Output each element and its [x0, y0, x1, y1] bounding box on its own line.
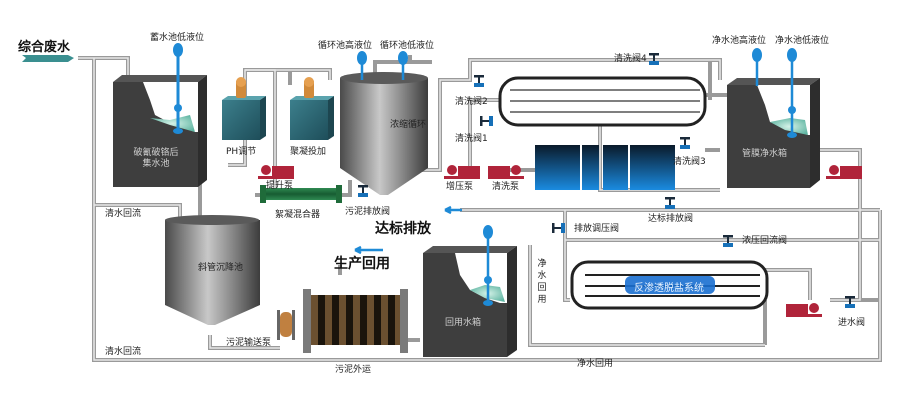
circ-level-low-label: 循环池低液位 — [380, 41, 435, 51]
valve-v2-label: 清洗阀2 — [455, 97, 488, 107]
pure-return-char-3: 回 — [537, 283, 547, 293]
clean-tank-pump-icon — [826, 165, 862, 179]
conc-return-valve-label: 浓压回流阀 — [742, 236, 788, 246]
lift-pump-label: 提升泵 — [266, 181, 294, 191]
wash-pump-label: 清洗泵 — [492, 182, 520, 192]
ro-pump-icon — [786, 303, 822, 317]
lift-pump-icon — [258, 165, 294, 179]
pure-return-horizontal-label: 净水回用 — [577, 359, 614, 369]
settling-tank-label: 斜管沉降池 — [198, 263, 244, 273]
valves — [358, 53, 855, 308]
pure-return-char-4: 用 — [537, 295, 547, 305]
ph-label: PH调节 — [226, 147, 257, 157]
valve-v3-label: 清洗阀3 — [673, 157, 706, 167]
pipes-inner — [78, 57, 881, 361]
ph-dosing-box — [222, 77, 266, 140]
clean-level-high-label: 净水池高液位 — [712, 36, 767, 46]
reuse-tank — [423, 225, 517, 357]
clean-level-low-label: 净水池低液位 — [775, 36, 830, 46]
conc-return-valve-icon — [723, 235, 733, 247]
wash-pump-icon — [488, 165, 524, 179]
reuse-tank-label: 回用水箱 — [445, 318, 482, 328]
pumps — [258, 165, 862, 317]
blue-storage-cells — [535, 145, 675, 190]
membrane-clean-tank-label: 管膜净水箱 — [742, 149, 788, 159]
ro-module — [570, 260, 769, 310]
sludge-filter-press — [277, 289, 408, 353]
sludge-out-label: 污泥外运 — [335, 365, 372, 375]
clean-return-label-1: 清水回流 — [105, 209, 142, 219]
settling-tank — [165, 215, 260, 325]
circ-tank-label: 浓缩循环 — [390, 120, 427, 130]
valve-v2-icon — [474, 75, 484, 87]
reuse-arrow-icon — [354, 245, 383, 255]
valve-v4-icon — [649, 53, 659, 65]
coag-dosing-box — [290, 77, 334, 140]
inlet-valve-label: 进水阀 — [838, 318, 866, 328]
valve-v4-label: 清洗阀4 — [614, 54, 647, 64]
coag-label: 聚凝投加 — [290, 147, 327, 157]
sludge-drain-valve-icon — [358, 185, 368, 197]
collection-tank-label: 破氰破铬后 集水池 — [128, 148, 184, 171]
clean-return-label-2: 清水回流 — [105, 347, 142, 357]
ro-system-label: 反渗透脱盐系统 — [634, 283, 704, 294]
discharge-arrow-icon — [444, 205, 462, 215]
inlet-arrow-icon — [22, 55, 74, 62]
inlet-valve-icon — [845, 296, 855, 308]
collection-tank-label-line1: 破氰破铬后 — [133, 148, 179, 158]
booster-pump-label: 增压泵 — [446, 182, 474, 192]
drain-pressure-valve-icon — [552, 223, 565, 233]
valve-v1-icon — [480, 116, 493, 126]
flocculation-mixer — [260, 185, 342, 203]
mixer-label: 絮凝混合器 — [275, 210, 321, 220]
standard-drain-valve-icon — [665, 197, 675, 209]
pure-return-vertical-label: 净 水 回 用 — [537, 258, 547, 306]
booster-pump-icon — [444, 165, 480, 179]
sludge-drain-valve-label: 污泥排放阀 — [345, 207, 391, 217]
discharge-label: 达标排放 — [375, 221, 431, 237]
collection-tank-label-line2: 集水池 — [142, 159, 170, 170]
pure-return-char-1: 净 — [537, 259, 547, 269]
circulation-tank — [340, 51, 428, 195]
collection-level-label: 蓄水池低液位 — [150, 33, 205, 43]
membrane-clean-tank — [727, 48, 820, 188]
sludge-pump-label: 污泥输送泵 — [226, 338, 272, 348]
valve-v3-icon — [680, 137, 690, 149]
tube-membrane-module — [498, 76, 707, 127]
valve-v1-label: 清洗阀1 — [455, 134, 488, 144]
inlet-label: 综合废水 — [18, 40, 71, 55]
drain-pressure-valve-label: 排放调压阀 — [574, 224, 620, 234]
reuse-label: 生产回用 — [334, 256, 390, 272]
collection-tank — [113, 43, 207, 187]
circ-level-high-label: 循环池高液位 — [318, 41, 373, 51]
standard-drain-valve-label: 达标排放阀 — [648, 214, 694, 224]
pure-return-char-2: 水 — [537, 271, 547, 281]
